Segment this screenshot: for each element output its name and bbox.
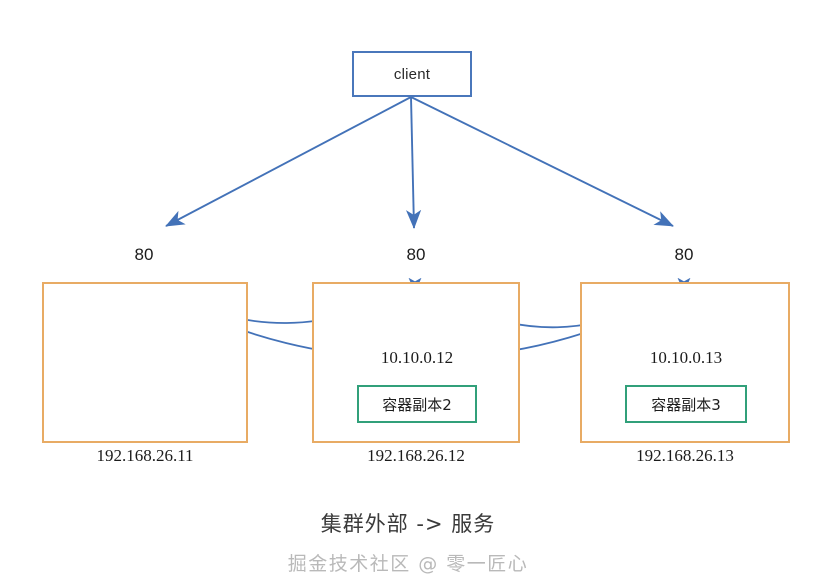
host-ip-label-3: 192.168.26.13	[636, 446, 734, 465]
host-ip-label-1: 192.168.26.11	[96, 446, 194, 465]
watermark: 掘金技术社区 @ 零一匠心	[287, 553, 529, 575]
port-label-1: 80	[134, 245, 154, 264]
diagram-caption: 集群外部 -> 服务	[320, 512, 496, 536]
client-label: client	[393, 65, 431, 83]
client-node[interactable]: client	[352, 51, 472, 97]
cluster-ip-label-3: 10.10.0.13	[649, 348, 723, 367]
pod-node-2[interactable]: 容器副本2	[357, 385, 477, 423]
port-label-3: 80	[674, 245, 694, 264]
cluster-ip-label-2: 10.10.0.12	[380, 348, 454, 367]
host-node-1[interactable]	[42, 282, 248, 443]
port-label-2: 80	[406, 245, 426, 264]
host-ip-label-2: 192.168.26.12	[367, 446, 465, 465]
pod-node-3[interactable]: 容器副本3	[625, 385, 747, 423]
pod-label-2: 容器副本2	[382, 395, 452, 414]
pod-label-3: 容器副本3	[651, 395, 721, 414]
client-to-host-arrows	[165, 96, 674, 229]
